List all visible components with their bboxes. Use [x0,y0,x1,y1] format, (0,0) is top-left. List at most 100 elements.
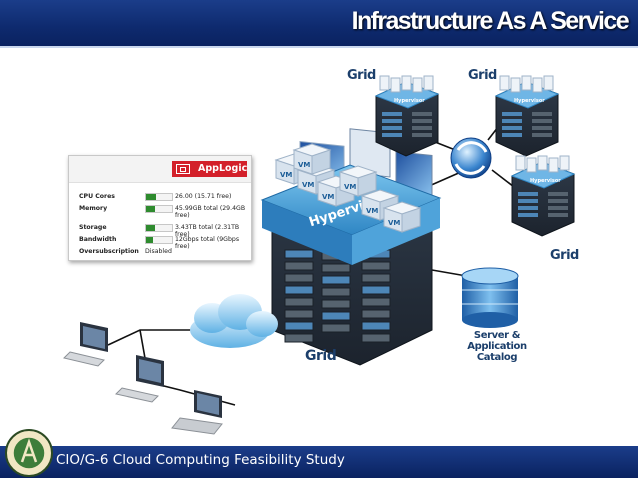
rack-unit [361,321,391,331]
vm-cube [526,157,537,173]
rack-unit [284,273,314,283]
client-laptop [171,390,223,435]
vm-cube [515,155,526,171]
client-desktop-2 [115,355,164,403]
rack-unit [518,192,538,196]
vm-cube [499,75,510,91]
rack-unit [382,112,402,116]
usage-bar [145,205,173,213]
metric-value: Disabled [145,248,172,255]
remote-grid-1: Hypervisor [374,75,440,157]
rack-unit [284,297,314,307]
rack-unit [518,206,538,210]
footer-bar: CIO/G-6 Cloud Computing Feasibility Stud… [0,446,638,478]
rack-unit [548,199,568,203]
metric-value: 45.99GB total (29.4GB free) [175,205,246,219]
catalog-label-line2: Application [467,341,527,352]
metric-value: 3.43TB total (2.31TB free) [175,224,240,238]
vm-cube [510,77,521,93]
cloud-icon [190,294,278,348]
usage-bar [145,193,173,201]
rack-unit [532,112,552,116]
rack-unit [321,287,351,297]
vm-cube [423,75,434,91]
rack-unit [361,333,391,343]
applogic-logo: AppLogic [172,161,247,177]
organization-seal [5,429,53,477]
rack-unit [321,299,351,309]
catalog-label: Server & Application Catalog [463,330,531,363]
vm-label: VM [302,181,314,189]
metric-label: Storage [79,224,107,231]
rack-unit [518,199,538,203]
metric-value: 12Gbps total (9Gbps free) [175,236,240,250]
rack-unit [321,323,351,333]
vm-cube [532,77,543,93]
rack-unit [532,133,552,137]
rack-unit [532,119,552,123]
rack-unit [361,261,391,271]
rack-unit [518,213,538,217]
rack-unit [502,133,522,137]
applogic-panel: AppLogic CPU Cores 26.00 (15.71 free) Me… [68,155,252,261]
metric-storage: Storage 3.43TB total (2.31TB free) [79,223,247,238]
rack-unit [284,309,314,319]
metric-label: Memory [79,205,108,212]
rack-unit [548,213,568,217]
remote-grid-label-3: Grid [550,248,579,263]
usage-bar-fill [146,237,153,243]
vm-cube [548,157,559,173]
vm-cube: VM [382,201,422,233]
rack-unit [361,285,391,295]
usage-bar-fill [146,225,155,231]
metric-cpu-cores: CPU Cores 26.00 (15.71 free) [79,192,247,204]
applogic-panel-header: AppLogic [69,156,251,183]
title-bar: Infrastructure As A Service [0,0,638,48]
rack-unit [382,133,402,137]
rack-unit [321,263,351,273]
rack-unit [361,273,391,283]
rack-unit [284,333,314,343]
rack-unit [532,126,552,130]
metric-label: CPU Cores [79,193,115,200]
remote-grid-2: Hypervisor [494,75,560,157]
rack-unit [382,126,402,130]
catalog-label-line1: Server & [473,330,521,341]
rack-unit [361,297,391,307]
vm-label: VM [366,207,378,215]
catalog-label-line3: Catalog [476,352,518,363]
vm-cube [559,155,570,171]
remote-grid-label-2: Grid [468,68,497,83]
vm-cube [401,75,412,91]
vm-cube [543,75,554,91]
rack-unit [548,192,568,196]
rack-unit [502,126,522,130]
rack-units [284,239,391,343]
vm-cube: VM [292,143,332,175]
rack-unit [284,321,314,331]
remote-grid-label-1: Grid [347,68,376,83]
rack-unit [284,261,314,271]
vm-label: VM [298,161,310,169]
vm-cube [412,77,423,93]
vm-label: VM [280,171,292,179]
client-desktop-1 [63,322,108,367]
resource-metrics: CPU Cores 26.00 (15.71 free) Memory 45.9… [79,192,247,259]
rack-unit [502,112,522,116]
rack-unit [412,119,432,123]
vm-cube [521,75,532,91]
vm-cube [390,77,401,93]
seal-emblem-icon [20,438,38,463]
rack-unit [412,133,432,137]
rack-unit [412,112,432,116]
metric-memory: Memory 45.99GB total (29.4GB free) [79,204,247,223]
usage-bar-fill [146,206,156,212]
vm-cube [537,155,548,171]
remote-hypervisor-label: Hypervisor [394,98,425,104]
rack-unit [502,119,522,123]
vm-cube: VM [338,165,378,197]
applogic-brand-name: AppLogic [198,163,248,174]
internet-globe [450,137,492,179]
